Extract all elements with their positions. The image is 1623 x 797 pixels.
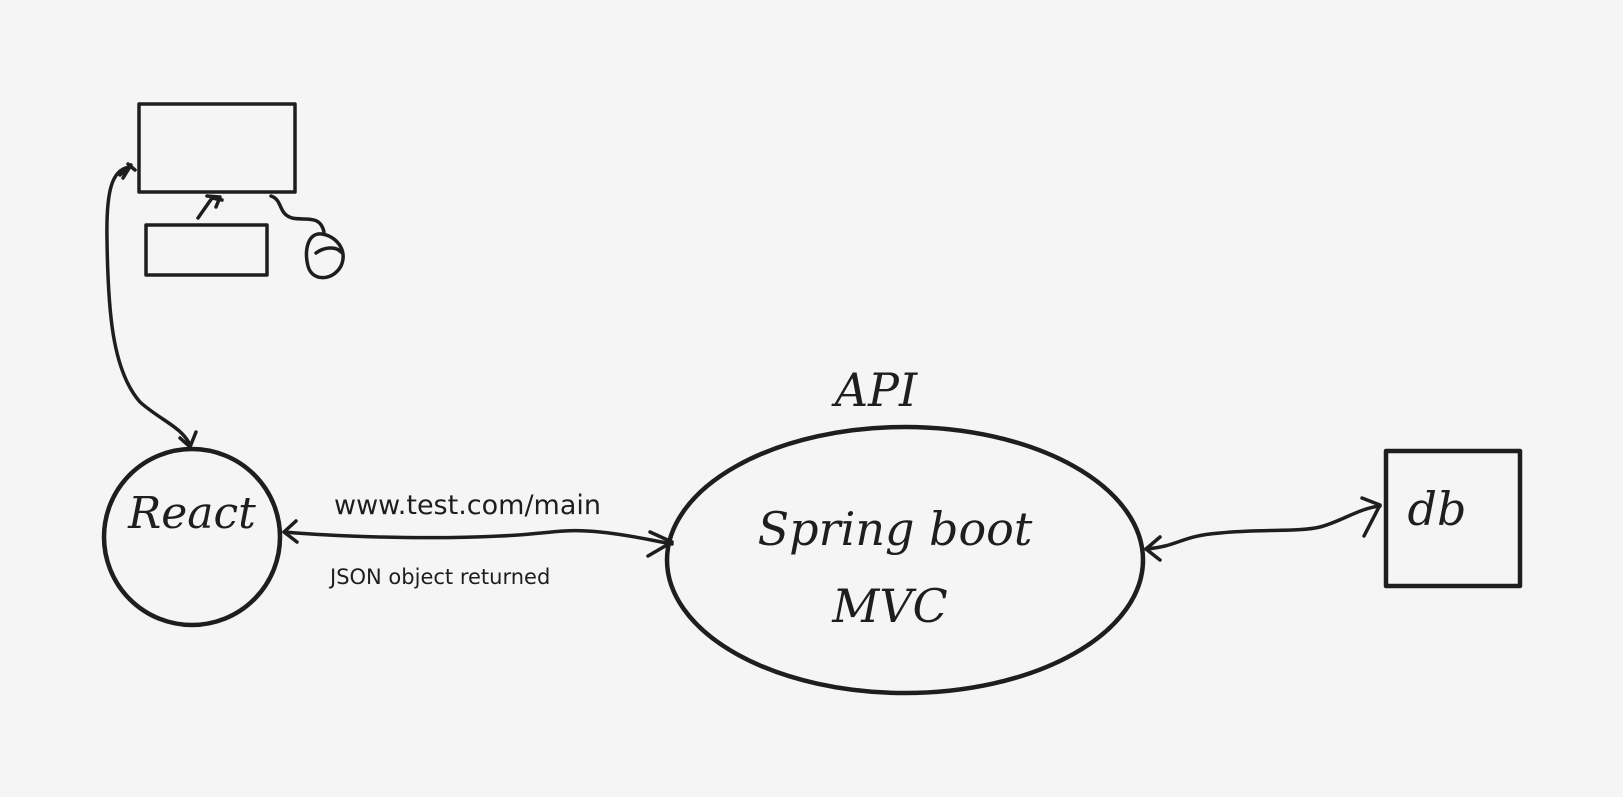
arrowhead-computer [118, 162, 137, 180]
edge-json-label: JSON object returned [328, 565, 550, 589]
arrowhead-spring-left [646, 530, 674, 558]
spring-boot-node: Spring boot MVC [664, 424, 1146, 696]
db-label: db [1408, 482, 1467, 536]
react-node: React [101, 446, 283, 628]
api-title: API [831, 363, 918, 417]
react-spring-edge: www.test.com/main JSON object returned [282, 490, 674, 589]
computer-icon [137, 102, 345, 280]
arrowhead-db [1360, 496, 1382, 538]
arrowhead-spring-right [1144, 535, 1162, 562]
monitor-icon [137, 102, 297, 194]
keyboard-icon [144, 223, 269, 277]
spring-label-line2: MVC [831, 579, 948, 633]
arrowhead-react-left [282, 519, 299, 544]
spring-label-line1: Spring boot [758, 502, 1033, 556]
db-node: db [1383, 448, 1523, 589]
react-label: React [127, 488, 256, 539]
monitor-stand [196, 194, 224, 220]
mouse-cable [269, 194, 326, 234]
edge-url-label: www.test.com/main [334, 490, 601, 521]
computer-react-arrow [105, 165, 192, 447]
mouse-icon [304, 232, 345, 280]
spring-db-edge [1144, 496, 1382, 562]
